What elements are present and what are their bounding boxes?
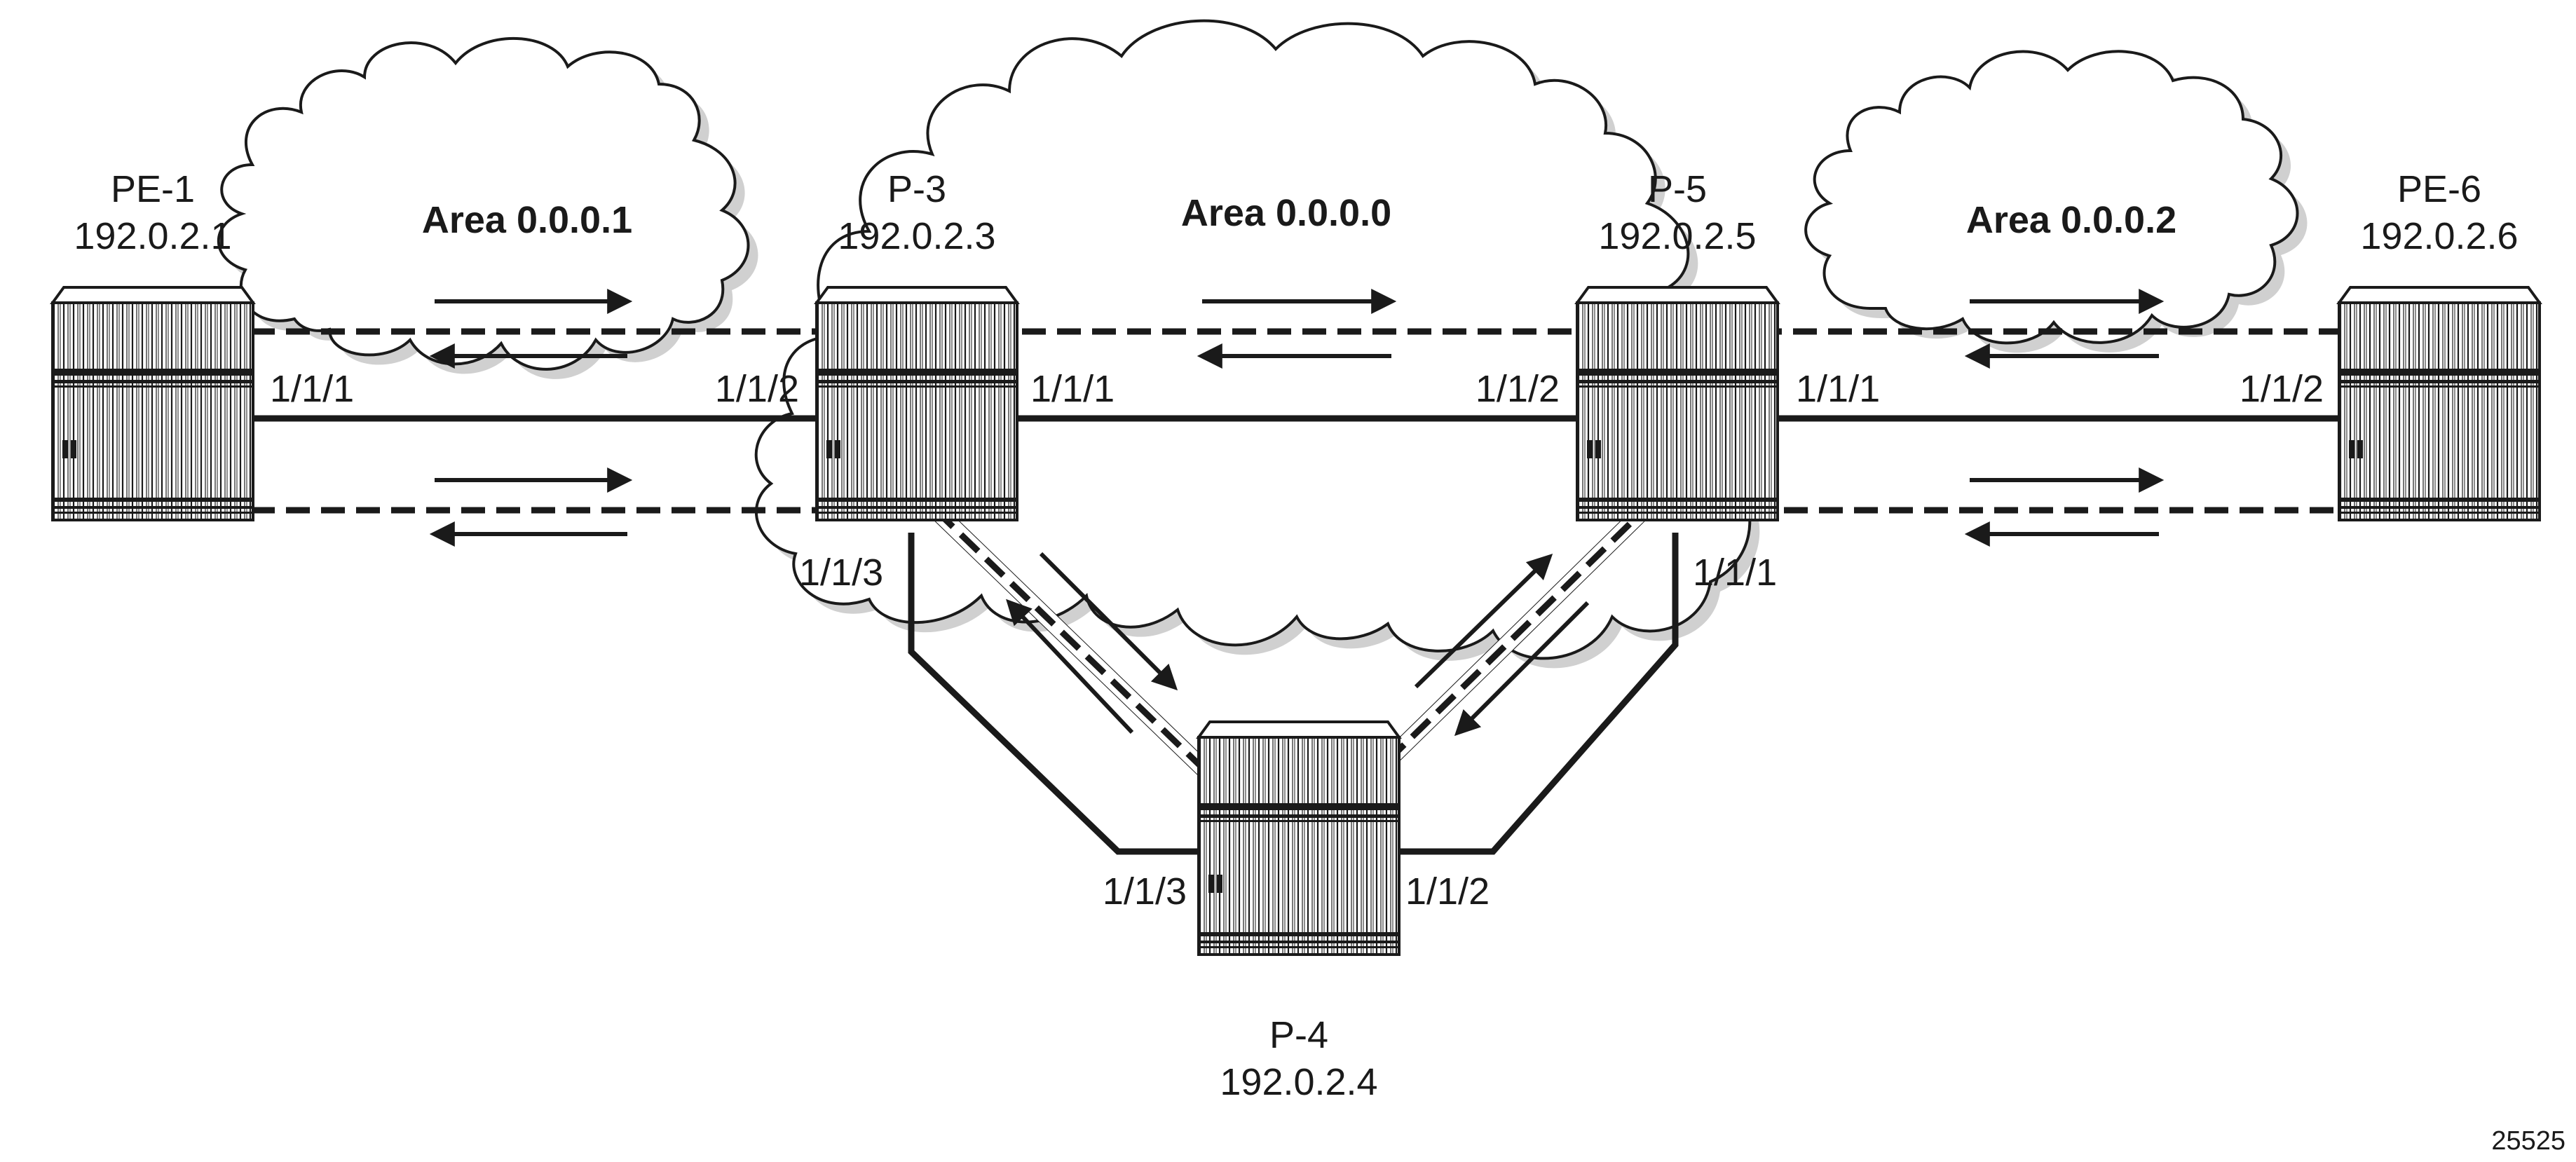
area-0-0-0-2-cloud	[1804, 50, 2308, 353]
router-ip-p5: 192.0.2.5	[1598, 215, 1756, 257]
port-p5-1-1-1-east: 1/1/1	[1796, 368, 1880, 410]
router-pe1	[51, 286, 254, 521]
link-p5-p4	[1398, 533, 1679, 855]
area-label-1: Area 0.0.0.1	[422, 199, 632, 241]
link-p3-p4	[908, 533, 1199, 855]
figure-number: 25525	[2491, 1126, 2565, 1156]
router-p4	[1197, 720, 1401, 956]
area-label-0: Area 0.0.0.0	[1181, 192, 1391, 234]
router-p5	[1576, 286, 1779, 521]
port-p4-1-1-3: 1/1/3	[1103, 870, 1187, 912]
router-ip-p4: 192.0.2.4	[1220, 1061, 1377, 1103]
traffic-arrows	[429, 289, 2165, 737]
router-ip-p3: 192.0.2.3	[838, 215, 995, 257]
port-p3-1-1-2: 1/1/2	[715, 368, 799, 410]
router-name-p5: P-5	[1648, 168, 1707, 210]
router-name-pe1: PE-1	[111, 168, 195, 210]
port-p5-1-1-2: 1/1/2	[1476, 368, 1560, 410]
area-label-2: Area 0.0.0.2	[1966, 199, 2176, 241]
port-pe1-1-1-1: 1/1/1	[270, 368, 354, 410]
port-p3-1-1-3: 1/1/3	[799, 552, 883, 594]
router-ip-pe6: 192.0.2.6	[2360, 215, 2518, 257]
port-p4-1-1-2: 1/1/2	[1405, 870, 1490, 912]
router-ip-pe1: 192.0.2.1	[74, 215, 231, 257]
port-p3-1-1-1: 1/1/1	[1030, 368, 1115, 410]
router-name-pe6: PE-6	[2397, 168, 2481, 210]
router-name-p4: P-4	[1269, 1014, 1328, 1056]
router-pe6	[2338, 286, 2541, 521]
router-p3	[815, 286, 1018, 521]
port-pe6-1-1-2: 1/1/2	[2240, 368, 2324, 410]
router-name-p3: P-3	[887, 168, 946, 210]
port-p5-1-1-1-south: 1/1/1	[1693, 552, 1777, 594]
